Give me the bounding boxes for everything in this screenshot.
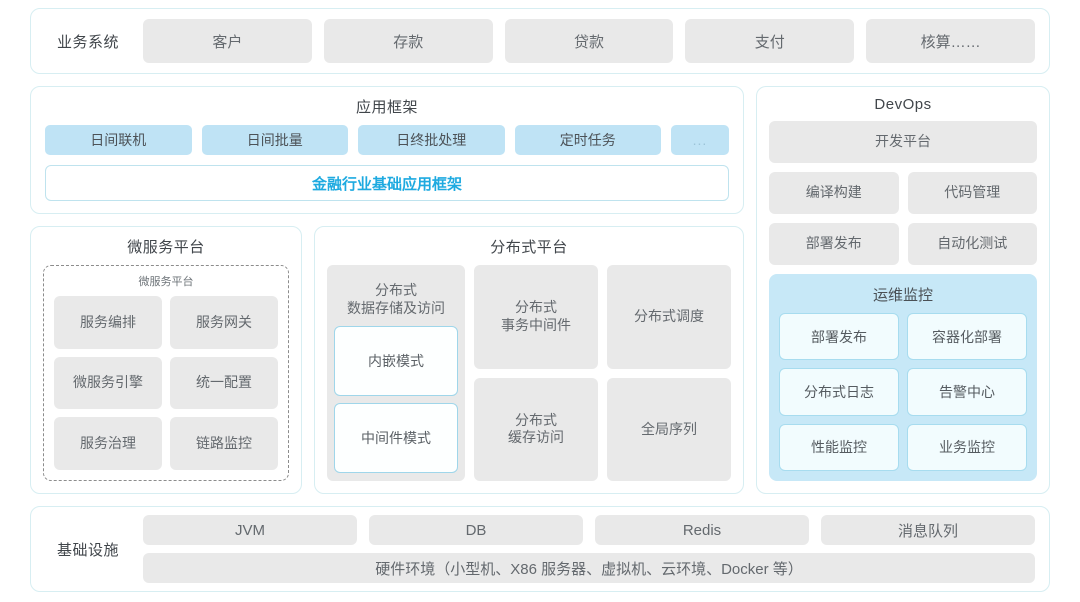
business-item-loan[interactable]: 贷款: [504, 19, 674, 63]
app-framework-title: 应用框架: [355, 99, 418, 116]
business-item-customer[interactable]: 客户: [143, 19, 312, 63]
devops-column: DevOps 开发平台 编译构建 代码管理 部署发布 自动化测试 运维监控: [756, 86, 1050, 494]
infra-item-message-queue[interactable]: 消息队列: [821, 515, 1035, 545]
distributed-cache-access[interactable]: 分布式 缓存访问: [474, 377, 598, 481]
devops-automated-testing[interactable]: 自动化测试: [907, 223, 1037, 265]
devops-panel: DevOps 开发平台 编译构建 代码管理 部署发布 自动化测试 运维监控: [756, 86, 1050, 494]
distributed-cache-access-line1: 分布式: [515, 411, 557, 428]
microservice-item-gateway[interactable]: 服务网关: [170, 296, 278, 349]
middle-left-column: 应用框架 日间联机 日间批量 日终批处理 定时任务 ... 金融行业基础应用框架: [30, 86, 744, 494]
distributed-data-storage-card[interactable]: 分布式 数据存储及访问 内嵌模式 中间件模式: [327, 265, 465, 481]
distributed-transaction-middleware-line1: 分布式: [515, 299, 557, 316]
distributed-data-storage-title-line1: 分布式: [375, 282, 417, 298]
app-chip-scheduled-task[interactable]: 定时任务: [514, 125, 661, 155]
devops-title: DevOps: [874, 96, 932, 113]
distributed-data-storage-title: 分布式 数据存储及访问: [334, 273, 458, 319]
infra-item-redis[interactable]: Redis: [595, 515, 809, 545]
microservice-item-unified-config[interactable]: 统一配置: [170, 356, 278, 410]
distributed-column-2: 分布式 事务中间件 分布式 缓存访问: [474, 265, 598, 481]
devops-row-2: 部署发布 自动化测试: [769, 223, 1037, 265]
financial-base-framework-bar: 金融行业基础应用框架: [45, 165, 729, 201]
distributed-transaction-middleware[interactable]: 分布式 事务中间件: [474, 265, 598, 369]
app-chip-eod-batch[interactable]: 日终批处理: [358, 125, 505, 155]
infrastructure-label: 基础设施: [56, 541, 119, 559]
distributed-column-3: 分布式调度 全局序列: [607, 265, 731, 481]
mode-embedded[interactable]: 内嵌模式: [334, 326, 458, 397]
devops-deploy-release[interactable]: 部署发布: [769, 223, 899, 265]
microservice-item-orchestration[interactable]: 服务编排: [54, 296, 162, 349]
microservice-item-governance[interactable]: 服务治理: [54, 417, 162, 470]
platform-row: 微服务平台 微服务平台 服务编排 服务网关 微服务引擎 统一配置 服务治理 链路…: [30, 226, 744, 494]
devops-compile-build[interactable]: 编译构建: [769, 172, 899, 214]
ops-monitor-box: 运维监控 部署发布 容器化部署 分布式日志 告警中心 性能监控 业务监控: [769, 274, 1037, 481]
distributed-scheduling[interactable]: 分布式调度: [607, 265, 731, 369]
ops-monitor-title: 运维监控: [872, 287, 933, 304]
business-item-payment[interactable]: 支付: [685, 19, 855, 63]
business-item-accounting[interactable]: 核算……: [866, 19, 1035, 63]
devops-dev-platform[interactable]: 开发平台: [769, 121, 1037, 163]
microservice-items-grid: 服务编排 服务网关 微服务引擎 统一配置 服务治理 链路监控: [54, 296, 278, 470]
infrastructure-items: JVM DB Redis 消息队列: [143, 515, 1035, 545]
microservice-platform-title: 微服务平台: [127, 239, 205, 256]
devops-row-1: 编译构建 代码管理: [769, 172, 1037, 214]
distributed-platform-body: 分布式 数据存储及访问 内嵌模式 中间件模式 分布式 事务中间件: [315, 265, 743, 493]
distributed-data-storage-title-line2: 数据存储及访问: [347, 300, 445, 317]
infra-item-jvm[interactable]: JVM: [143, 515, 357, 545]
microservice-item-trace-monitor[interactable]: 链路监控: [170, 417, 278, 470]
ops-deploy-release[interactable]: 部署发布: [779, 313, 899, 361]
infrastructure-stack: JVM DB Redis 消息队列 硬件环境（小型机、X86 服务器、虚拟机、云…: [143, 515, 1035, 583]
ops-monitor-grid: 部署发布 容器化部署 分布式日志 告警中心 性能监控 业务监控: [779, 313, 1027, 471]
ops-performance-monitor[interactable]: 性能监控: [779, 423, 899, 471]
ops-distributed-log[interactable]: 分布式日志: [779, 368, 899, 416]
app-chip-daytime-batch[interactable]: 日间批量: [201, 125, 348, 155]
mode-middleware[interactable]: 中间件模式: [334, 403, 458, 473]
infra-item-db[interactable]: DB: [369, 515, 583, 545]
distributed-platform-title: 分布式平台: [490, 239, 568, 256]
devops-code-management[interactable]: 代码管理: [907, 172, 1037, 214]
microservice-item-engine[interactable]: 微服务引擎: [54, 356, 162, 410]
devops-body: 开发平台 编译构建 代码管理 部署发布 自动化测试 运维监控 部署发布 容器化部…: [757, 121, 1049, 493]
ops-alert-center[interactable]: 告警中心: [907, 368, 1027, 416]
distributed-cache-access-line2: 缓存访问: [508, 429, 564, 446]
infra-hardware-environment[interactable]: 硬件环境（小型机、X86 服务器、虚拟机、云环境、Docker 等）: [143, 553, 1035, 583]
microservice-inner-box: 微服务平台 服务编排 服务网关 微服务引擎 统一配置 服务治理 链路监控: [43, 265, 289, 481]
ops-container-deploy[interactable]: 容器化部署: [907, 313, 1027, 361]
middle-section: 应用框架 日间联机 日间批量 日终批处理 定时任务 ... 金融行业基础应用框架: [30, 86, 1050, 494]
global-sequence[interactable]: 全局序列: [607, 377, 731, 481]
business-system-items: 客户 存款 贷款 支付 核算……: [143, 19, 1035, 63]
app-chip-more[interactable]: ...: [671, 125, 729, 155]
business-system-panel: 业务系统 客户 存款 贷款 支付 核算……: [30, 8, 1050, 74]
business-system-label: 业务系统: [56, 33, 119, 51]
ops-business-monitor[interactable]: 业务监控: [907, 423, 1027, 471]
app-chip-daytime-online[interactable]: 日间联机: [45, 125, 192, 155]
distributed-platform-panel: 分布式平台 分布式 数据存储及访问 内嵌模式 中间件模式: [314, 226, 744, 494]
app-framework-panel: 应用框架 日间联机 日间批量 日终批处理 定时任务 ... 金融行业基础应用框架: [30, 86, 744, 214]
microservice-platform-panel: 微服务平台 微服务平台 服务编排 服务网关 微服务引擎 统一配置 服务治理 链路…: [30, 226, 302, 494]
business-item-deposit[interactable]: 存款: [323, 19, 493, 63]
app-framework-chips: 日间联机 日间批量 日终批处理 定时任务 ...: [45, 125, 729, 155]
distributed-transaction-middleware-line2: 事务中间件: [501, 316, 571, 333]
microservice-inner-title: 微服务平台: [138, 276, 194, 288]
app-framework-body: 日间联机 日间批量 日终批处理 定时任务 ... 金融行业基础应用框架: [31, 125, 743, 213]
infrastructure-panel: 基础设施 JVM DB Redis 消息队列 硬件环境（小型机、X86 服务器、…: [30, 506, 1050, 592]
